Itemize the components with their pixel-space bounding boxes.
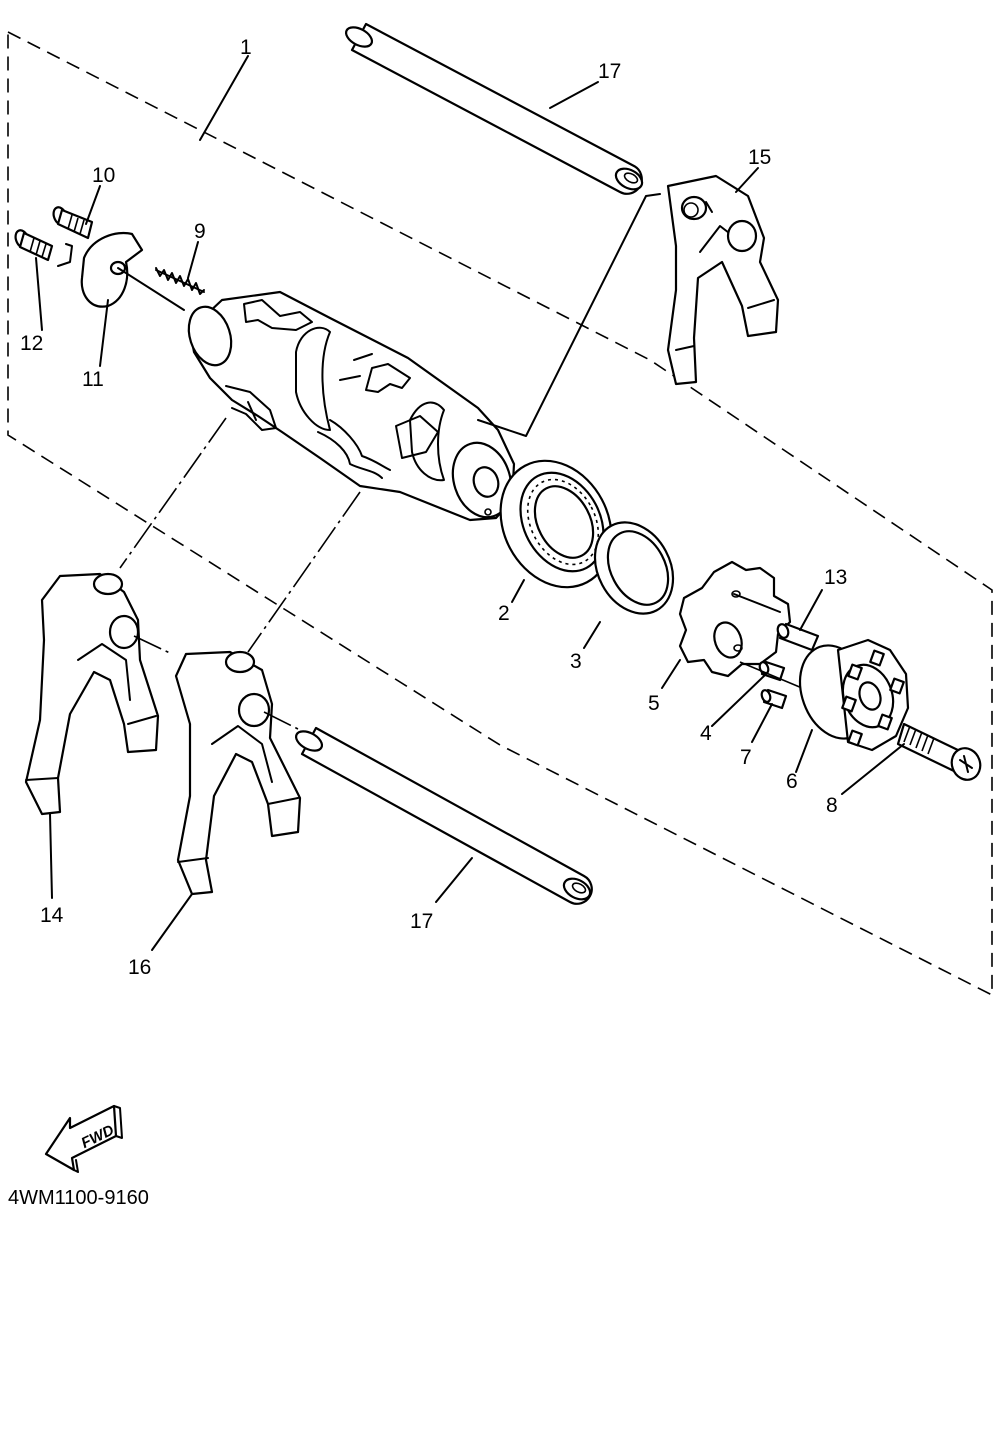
label-part-9: 9 [194, 220, 206, 243]
fork16-alignment-line [247, 491, 361, 653]
label-part-4: 4 [700, 722, 712, 745]
leader-lines [35, 55, 905, 951]
shift-fork-15 [666, 174, 780, 386]
stopper-plate-11 [80, 231, 185, 311]
label-part-13: 13 [824, 566, 847, 589]
label-part-17-top: 17 [598, 60, 621, 83]
label-part-6: 6 [786, 770, 798, 793]
label-part-15: 15 [748, 146, 771, 169]
bearing-2 [499, 459, 613, 589]
label-part-7: 7 [740, 746, 752, 769]
label-part-3: 3 [570, 650, 582, 673]
fork14-alignment-line [119, 417, 227, 569]
shift-drum [187, 290, 516, 522]
label-part-12: 12 [20, 332, 43, 355]
shift-fork-shaft-bottom [294, 726, 593, 905]
shaft-alignment-line-2 [263, 711, 301, 731]
screw-10 [52, 206, 94, 240]
diagram-code: 4WM1100-9160 [8, 1187, 149, 1209]
label-part-11: 11 [82, 368, 104, 391]
shift-fork-shaft-top [344, 22, 644, 195]
label-part-14: 14 [40, 904, 64, 927]
ring-3 [593, 521, 675, 615]
screw-leader [57, 243, 73, 267]
label-part-17-bottom: 17 [410, 910, 433, 933]
label-part-8: 8 [826, 794, 838, 817]
shift-fork-14 [24, 572, 160, 816]
assembly-boundary [7, 30, 993, 997]
spring-9 [155, 267, 205, 295]
label-part-16: 16 [128, 956, 151, 979]
dowel-pin-13 [776, 622, 820, 652]
drum-ref-line [477, 193, 661, 437]
label-part-1: 1 [240, 36, 252, 59]
screw-12 [14, 229, 54, 262]
label-part-10: 10 [92, 164, 115, 187]
shift-fork-16 [174, 650, 302, 896]
label-part-2: 2 [498, 602, 510, 625]
forward-direction-arrow-icon: FWD [44, 1104, 123, 1173]
pin-ref-line [739, 661, 803, 689]
shaft-alignment-line-1 [133, 635, 173, 655]
label-part-5: 5 [648, 692, 660, 715]
screw-8 [896, 722, 982, 781]
pin-7 [760, 688, 788, 710]
segment-5 [678, 560, 792, 678]
segment-6 [798, 638, 910, 752]
